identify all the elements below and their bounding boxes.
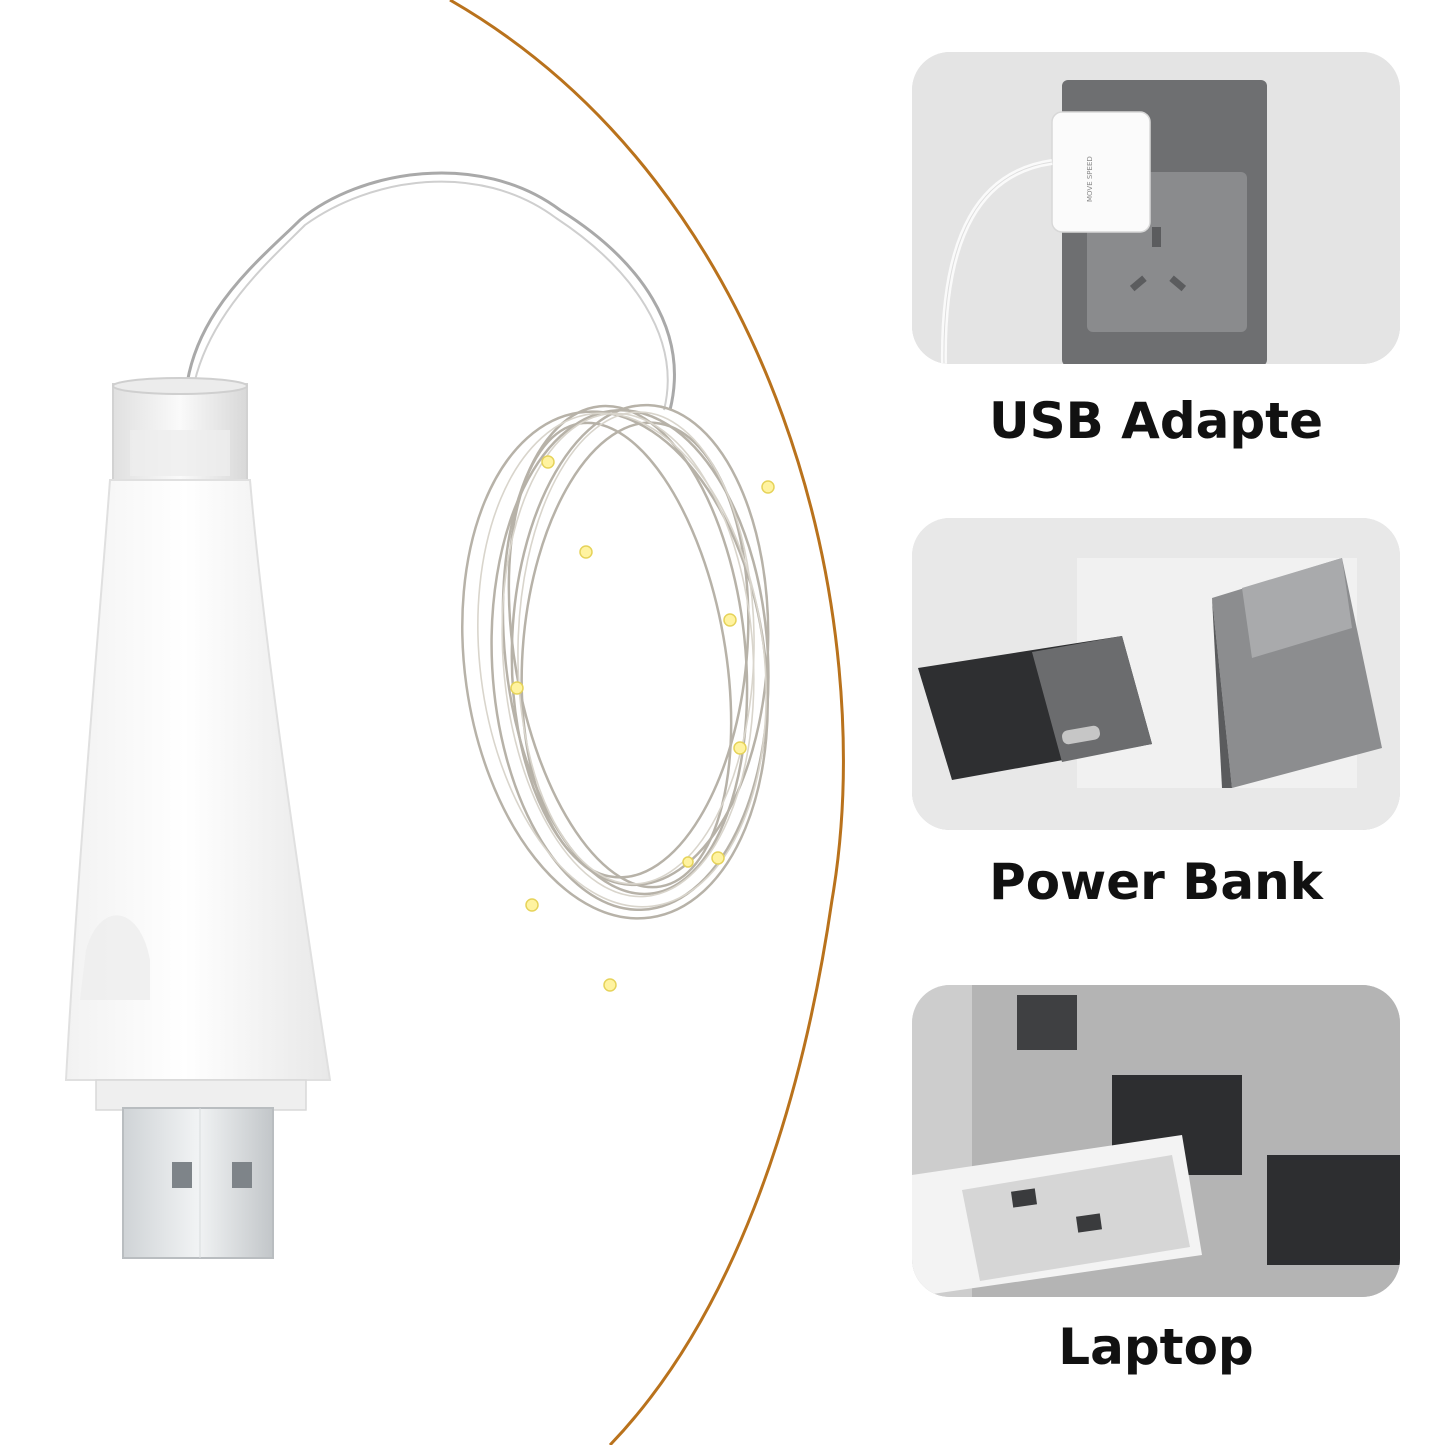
power-bank-photo: [912, 518, 1400, 830]
caption-power-bank: Power Bank: [989, 853, 1323, 911]
adapter-brand: MOVE SPEED: [1086, 156, 1094, 202]
laptop-photo: [912, 985, 1400, 1297]
led-beads: [510, 455, 775, 992]
usb-fairy-light-illustration: [64, 171, 775, 1259]
caption-usb-adapter: USB Adapte: [989, 392, 1323, 450]
wire-coil: [461, 403, 770, 920]
caption-laptop: Laptop: [1058, 1318, 1254, 1376]
usb-adapter-photo: MOVE SPEED: [912, 52, 1400, 364]
